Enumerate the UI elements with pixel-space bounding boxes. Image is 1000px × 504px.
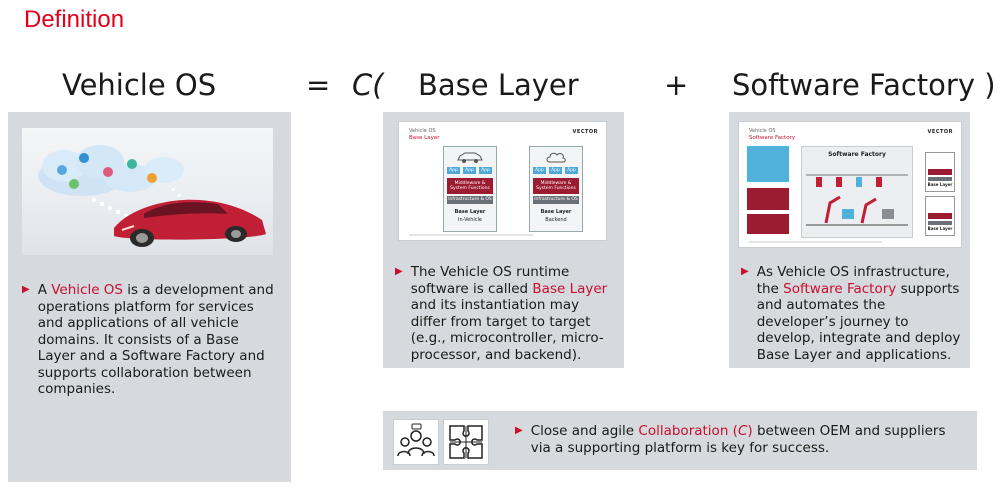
sf-middleware-block <box>747 188 789 210</box>
sf-infra-block <box>747 214 789 234</box>
vector-logo: VECTOR <box>927 129 953 135</box>
sf-center-title: Software Factory <box>828 151 886 158</box>
slide-title: Definition <box>24 6 125 33</box>
car-icon <box>457 152 483 163</box>
app-chip: App <box>463 167 476 174</box>
stack-title: Base Layer <box>454 209 486 215</box>
sf-input-block <box>747 146 789 182</box>
mini-subheader: Software Factory <box>749 135 796 141</box>
eq-c-open: C( <box>352 68 384 102</box>
bullet-triangle-icon: ▶ <box>395 266 403 277</box>
car-cloud-illustration <box>38 145 266 247</box>
vehicle-os-panel: ▶ A Vehicle OS is a development and oper… <box>8 112 291 482</box>
software-factory-panel: Vehicle OS Software Factory VECTOR Softw… <box>729 112 970 368</box>
collaboration-highlight: Collaboration (C) <box>638 423 753 439</box>
vehicle-os-highlight: Vehicle OS <box>51 282 123 298</box>
app-chip: App <box>549 167 562 174</box>
eq-software-factory: Software Factory ) <box>732 68 996 102</box>
stack-title: Base Layer <box>540 209 572 215</box>
cloud-icon <box>546 152 566 163</box>
factory-robots-illustration <box>806 174 908 226</box>
base-layer-panel: Vehicle OS Base Layer VECTOR App App App… <box>383 112 624 368</box>
software-factory-description: As Vehicle OS infrastructure, the Softwa… <box>756 264 961 363</box>
in-vehicle-stack: App App App Middleware & System Function… <box>443 146 497 232</box>
mini-footer <box>749 241 883 243</box>
software-factory-bullet: ▶ As Vehicle OS infrastructure, the Soft… <box>741 264 963 363</box>
app-chip: App <box>479 167 492 174</box>
infrastructure-block: Infrastructure & OS <box>447 196 493 204</box>
mini-footer <box>409 234 534 236</box>
software-factory-slide-thumbnail: Vehicle OS Software Factory VECTOR Softw… <box>739 122 961 247</box>
middleware-block: Middleware & System Functions <box>533 178 579 194</box>
vector-logo: VECTOR <box>572 129 598 135</box>
collaboration-panel: ▶ Close and agile Collaboration (C) betw… <box>383 411 977 470</box>
collaboration-bullet: ▶ Close and agile Collaboration (C) betw… <box>515 423 955 456</box>
bullet-triangle-icon: ▶ <box>741 266 749 277</box>
bullet-triangle-icon: ▶ <box>22 284 30 295</box>
base-layer-highlight: Base Layer <box>532 280 608 297</box>
eq-base-layer: Base Layer <box>418 68 579 102</box>
eq-vehicle-os: Vehicle OS <box>62 68 217 102</box>
stack-subtitle: Backend <box>545 217 567 223</box>
puzzle-icon <box>443 419 489 465</box>
app-chip: App <box>447 167 460 174</box>
base-layer-description: The Vehicle OS runtime software is calle… <box>410 264 608 363</box>
sf-output-vehicle: Base Layer <box>925 152 955 192</box>
app-chip: App <box>565 167 578 174</box>
sf-factory-area: Software Factory <box>801 146 913 238</box>
vehicle-os-description: A Vehicle OS is a development and operat… <box>37 282 274 397</box>
sf-output-backend: Base Layer <box>925 196 955 236</box>
stack-subtitle: In-Vehicle <box>457 217 483 223</box>
mini-header: Vehicle OS <box>409 128 436 134</box>
software-factory-highlight: Software Factory <box>783 280 897 297</box>
mini-subheader: Base Layer <box>409 135 440 141</box>
collaboration-description: Close and agile Collaboration (C) betwee… <box>530 423 946 456</box>
bullet-triangle-icon: ▶ <box>515 425 523 436</box>
vehicle-os-illustration <box>22 128 273 255</box>
vehicle-os-bullet: ▶ A Vehicle OS is a development and oper… <box>22 282 280 398</box>
middleware-block: Middleware & System Functions <box>447 178 493 194</box>
app-chip: App <box>533 167 546 174</box>
eq-plus: + <box>664 68 689 102</box>
base-layer-bullet: ▶ The Vehicle OS runtime software is cal… <box>395 264 615 363</box>
people-group-icon <box>393 419 439 465</box>
eq-equals: = <box>306 68 331 102</box>
infrastructure-block: Infrastructure & OS <box>533 196 579 204</box>
backend-stack: App App App Middleware & System Function… <box>529 146 583 232</box>
base-layer-slide-thumbnail: Vehicle OS Base Layer VECTOR App App App… <box>399 122 606 240</box>
mini-header: Vehicle OS <box>749 128 776 134</box>
